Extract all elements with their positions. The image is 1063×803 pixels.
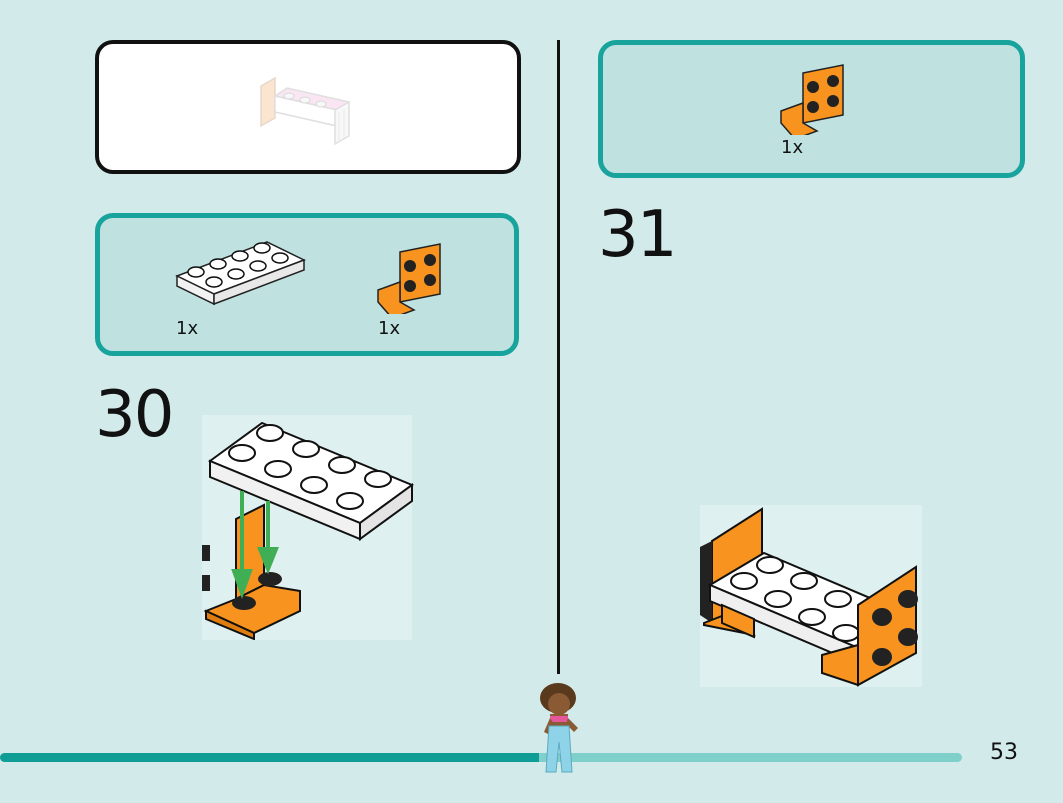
progress-fill	[0, 753, 539, 762]
step-number: 30	[95, 378, 174, 452]
page-number: 53	[990, 740, 1018, 765]
submodel-preview-box	[95, 40, 521, 174]
step-number: 31	[598, 198, 677, 272]
assembly-step-30-icon	[202, 421, 415, 640]
parts-list-step-31: 1x	[598, 40, 1025, 178]
assembly-step-31-icon	[700, 507, 918, 687]
step-30-illustration	[202, 415, 415, 640]
parts-list-step-30: 1x 1x	[95, 213, 519, 356]
part-quantity: 1x	[781, 137, 804, 158]
part-quantity: 1x	[378, 318, 401, 339]
step-31-illustration	[700, 505, 922, 687]
white-plate-2x4-icon	[175, 241, 306, 306]
orange-bracket-icon	[780, 64, 844, 135]
orange-bracket-icon	[377, 243, 441, 314]
column-divider	[557, 40, 560, 674]
part-quantity: 1x	[176, 318, 199, 339]
minifigure-icon	[540, 683, 578, 773]
bed-preview-icon	[260, 76, 351, 146]
